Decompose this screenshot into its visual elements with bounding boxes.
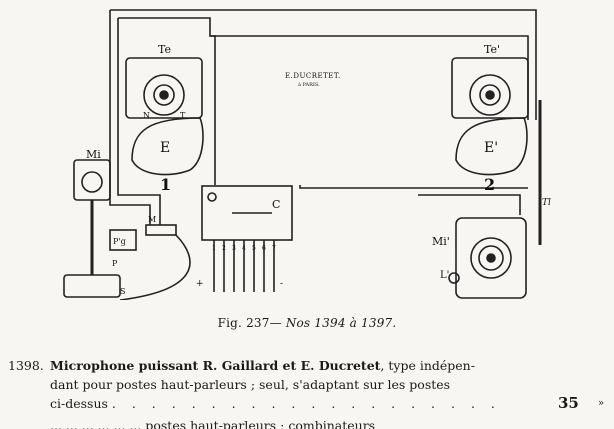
- entry-price: 35: [558, 394, 579, 412]
- receiver-1-housing: [125, 57, 203, 119]
- top-wire: [110, 9, 537, 120]
- terminal-wires: [213, 240, 275, 292]
- microphone-1-base: [63, 274, 121, 298]
- switch-box: [201, 185, 293, 241]
- label-n: N: [143, 111, 150, 120]
- entry-title: Microphone puissant R. Gaillard et E. Du…: [50, 358, 381, 373]
- entry-line3: ci-dessus: [50, 396, 108, 411]
- terminal-number: 2: [222, 245, 226, 252]
- label-te2: Te': [484, 43, 500, 56]
- entry-dots: . . . . . . . . . . . . . . . . . . . .: [111, 396, 501, 411]
- top-wire-inner: [118, 17, 529, 120]
- battery-box: [109, 229, 137, 251]
- label-1: 1: [160, 175, 171, 194]
- label-mi: Mi: [86, 148, 101, 161]
- label-p: P: [112, 259, 118, 268]
- terminal-number: 6: [262, 245, 266, 252]
- maker-sub: à PARIS.: [298, 81, 320, 88]
- caption-prefix: Fig. 237—: [217, 316, 286, 330]
- label-plus: +: [196, 279, 204, 289]
- terminal-number: 3: [232, 245, 236, 252]
- receiver-2-housing: [451, 57, 529, 119]
- catalog-entry: 1398. Microphone puissant R. Gaillard et …: [8, 356, 548, 413]
- receiver-2-horn: [455, 117, 528, 176]
- label-e: E: [160, 140, 170, 156]
- entry-line1-rest: , type indépen-: [380, 358, 475, 373]
- terminal-number: 4: [242, 245, 246, 252]
- label-box: P'g: [113, 237, 126, 246]
- microphone-2: [455, 217, 527, 299]
- label-te: Te: [158, 43, 171, 56]
- label-tl: Tl: [542, 198, 551, 208]
- receiver-1-horn: [131, 117, 204, 176]
- circuit-diagram: Te Te' E E' N T 1 2 Mi Mi' C Tl L' P M S…: [63, 9, 551, 300]
- microphone-1: [73, 159, 111, 201]
- entry-cut-line: ... ... ... ... ... ... postes haut-parl…: [50, 418, 376, 429]
- right-wire: [418, 194, 521, 215]
- terminal-number: 7: [272, 245, 276, 252]
- label-s: S: [120, 287, 125, 296]
- terminal-number: 1: [212, 245, 216, 252]
- terminal-number: 5: [252, 245, 256, 252]
- label-c: C: [272, 198, 280, 211]
- price-suffix: »: [598, 398, 605, 409]
- left-wire: [109, 10, 151, 225]
- label-m: M: [148, 215, 156, 224]
- label-2: 2: [484, 175, 495, 194]
- caption-numbers: Nos 1394 à 1397.: [285, 316, 397, 330]
- entry-line2: dant pour postes haut-parleurs ; seul, s…: [50, 377, 451, 392]
- key-l: [448, 272, 460, 284]
- label-t: T: [180, 111, 186, 120]
- label-mi2: Mi': [432, 235, 450, 248]
- entry-number: 1398.: [8, 358, 44, 373]
- label-minus: -: [280, 279, 283, 289]
- label-e2: E': [484, 140, 498, 156]
- maker-label: E.DUCRETET.: [285, 72, 341, 80]
- label-l: L': [440, 270, 449, 281]
- figure-caption: Fig. 237— Nos 1394 à 1397.: [0, 316, 614, 330]
